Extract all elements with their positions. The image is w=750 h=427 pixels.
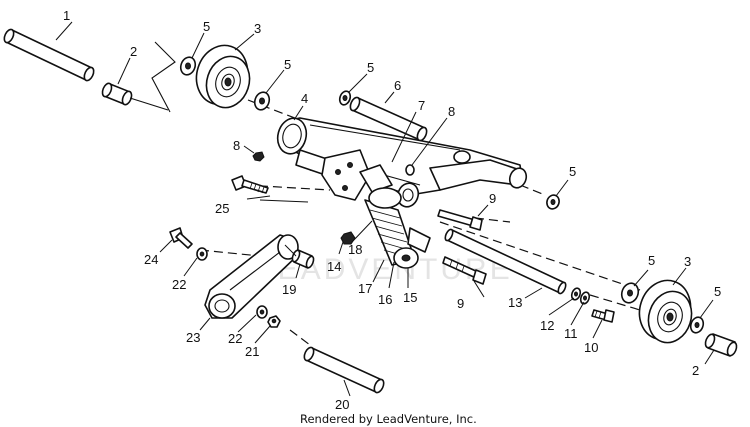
leader-lines	[55, 21, 715, 397]
part-3-idler-wheel-top	[195, 44, 251, 109]
part-10-bolt	[591, 309, 615, 323]
part-14-nut	[340, 231, 356, 245]
part-25-bolt	[231, 175, 269, 194]
callout-18: 18	[348, 242, 362, 257]
part-12-washer	[570, 287, 582, 301]
callout-7: 7	[418, 98, 425, 113]
part-16-17-shock-spring	[364, 187, 431, 269]
callout-22: 22	[228, 331, 242, 346]
callout-5: 5	[714, 284, 721, 299]
callout-5: 5	[203, 19, 210, 34]
part-22-washer-lower	[256, 305, 268, 319]
part-13-shaft	[444, 228, 567, 295]
callout-14: 14	[327, 259, 341, 274]
part-5-washer-b	[253, 91, 271, 111]
part-23-link-arm	[204, 234, 299, 319]
part-21-nut	[267, 315, 281, 328]
callout-13: 13	[508, 295, 522, 310]
part-5-washer-f	[689, 316, 705, 334]
callout-8: 8	[448, 104, 455, 119]
part-22-washer-upper	[196, 247, 208, 261]
group-bracket	[151, 41, 176, 113]
part-5-washer-c	[338, 90, 352, 106]
assembly-axis-lines	[199, 99, 641, 346]
callout-1: 1	[63, 8, 70, 23]
callout-5: 5	[569, 164, 576, 179]
part-9-bolt-lower	[442, 256, 487, 285]
callout-5: 5	[367, 60, 374, 75]
callout-23: 23	[186, 330, 200, 345]
part-2-bushing-right	[704, 333, 738, 357]
part-1-rod	[3, 28, 95, 82]
part-8-nut	[252, 151, 265, 162]
callout-22: 22	[172, 277, 186, 292]
part-7-bracket	[321, 149, 371, 201]
part-5-washer-e	[620, 282, 640, 304]
part-5-washer-a	[179, 56, 197, 76]
callout-20: 20	[335, 397, 349, 412]
part-9-bolt-upper	[437, 209, 483, 231]
callout-2: 2	[692, 363, 699, 378]
callout-5: 5	[648, 253, 655, 268]
callout-4: 4	[301, 91, 308, 106]
part-19-sleeve	[291, 249, 315, 269]
callout-15: 15	[403, 290, 417, 305]
callout-numbers: 1 2 3 5 5 4 5 6 7 8 8 5 9 25 24 14 18 22…	[63, 8, 721, 412]
callout-11: 11	[564, 326, 578, 341]
part-2-bushing-left	[101, 82, 133, 106]
part-24-bolt	[169, 227, 193, 249]
callout-9: 9	[489, 191, 496, 206]
callout-24: 24	[144, 252, 158, 267]
part-5-washer-d	[546, 194, 560, 210]
callout-8: 8	[233, 138, 240, 153]
callout-17: 17	[358, 281, 372, 296]
part-8-bushing	[359, 164, 415, 193]
callout-10: 10	[584, 340, 598, 355]
callout-12: 12	[540, 318, 554, 333]
callout-3: 3	[684, 254, 691, 269]
callout-3: 3	[254, 21, 261, 36]
callout-16: 16	[378, 292, 392, 307]
group-bracket-tail	[129, 97, 169, 111]
callout-9: 9	[457, 296, 464, 311]
callout-21: 21	[245, 344, 259, 359]
part-20-rod	[303, 346, 385, 394]
callout-25: 25	[215, 201, 229, 216]
callout-19: 19	[282, 282, 296, 297]
callout-6: 6	[394, 78, 401, 93]
part-3-idler-wheel-bottom	[638, 279, 693, 344]
callout-5: 5	[284, 57, 291, 72]
callout-2: 2	[130, 44, 137, 59]
credit-text: Rendered by LeadVenture, Inc.	[300, 412, 477, 426]
